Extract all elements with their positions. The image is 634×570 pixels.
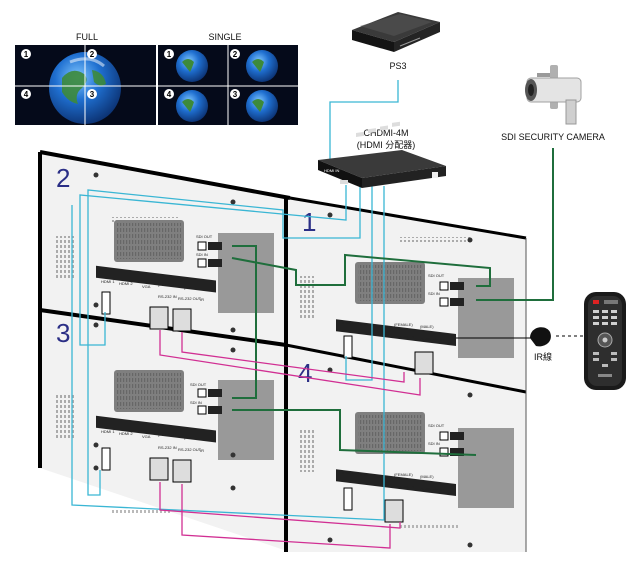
svg-text:IR: IR	[440, 337, 444, 342]
full-preview: FULL 1 2 4 3	[15, 32, 156, 125]
panel-number-4: 4	[298, 358, 312, 388]
single-marker-4: 4	[164, 89, 174, 99]
svg-text:VGA: VGA	[142, 284, 151, 289]
svg-text:RS-232 OUT: RS-232 OUT	[418, 486, 442, 491]
hdmi-splitter: HDMI IN	[318, 121, 446, 188]
svg-text:(MALE): (MALE)	[184, 435, 198, 440]
sdi-cable-1-to-2	[231, 253, 491, 287]
single-marker-1: 1	[164, 49, 174, 59]
svg-text:SDI OUT: SDI OUT	[428, 273, 445, 278]
svg-text:2: 2	[233, 50, 238, 59]
svg-text:HDMI 1: HDMI 1	[101, 429, 115, 434]
svg-text:(FEMALE): (FEMALE)	[394, 472, 413, 477]
security-camera	[525, 65, 582, 125]
ir-receiver	[456, 327, 585, 347]
sdi-cable-3-to-4	[232, 409, 477, 456]
full-label: FULL	[76, 32, 98, 42]
sdi-cable-camera	[476, 148, 554, 301]
svg-text:RS-232 IN: RS-232 IN	[158, 445, 177, 450]
svg-text:RS-232 OUT: RS-232 OUT	[178, 447, 202, 452]
panel-number-2: 2	[56, 163, 70, 193]
svg-text:RS-232 OUT: RS-232 OUT	[418, 336, 442, 341]
svg-text:RS-232 IN: RS-232 IN	[396, 484, 415, 489]
single-marker-2: 2	[230, 49, 240, 59]
full-marker-3: 3	[87, 89, 97, 99]
svg-text:HDMI 1: HDMI 1	[340, 320, 354, 325]
remote-control	[584, 292, 626, 390]
rs232-cable-2-to-1	[159, 330, 421, 396]
single-label: SINGLE	[208, 32, 241, 42]
panel-2-ports: HDMI 1 HDMI 2 VGA (FEMALE) (MALE) RS-232…	[96, 234, 222, 332]
svg-text:VGA: VGA	[142, 434, 151, 439]
svg-text:HDMI IN: HDMI IN	[324, 168, 339, 173]
svg-text:RS-232 OUT: RS-232 OUT	[178, 296, 202, 301]
panel-1-ports: HDMI 1 HDMI 2 VGA (FEMALE) (MALE) RS-232…	[336, 273, 464, 375]
panel-3-ports: HDMI 1 HDMI 2 VGA (FEMALE) (MALE) RS-232…	[96, 382, 222, 483]
hdmi-cable-ps3-to-splitter	[329, 80, 399, 160]
svg-text:HDMI 2: HDMI 2	[119, 281, 133, 286]
svg-text:IR: IR	[200, 448, 204, 453]
svg-text:4: 4	[24, 90, 29, 99]
panel-number-1: 1	[302, 207, 316, 237]
panel-number-3: 3	[56, 318, 70, 348]
svg-text:2: 2	[90, 50, 95, 59]
svg-text:(FEMALE): (FEMALE)	[394, 322, 413, 327]
svg-text:(FEMALE): (FEMALE)	[158, 432, 177, 437]
svg-text:3: 3	[233, 90, 238, 99]
earth-image-small	[176, 50, 278, 122]
single-marker-3: 3	[230, 89, 240, 99]
panel-4-ports: HDMI 1 HDMI 2 VGA (FEMALE) (MALE) RS-232…	[336, 423, 464, 523]
sdi-cables	[231, 148, 554, 456]
rs232-cable-3-to-4	[159, 482, 401, 529]
svg-text:HDMI 1: HDMI 1	[101, 279, 115, 284]
svg-text:RS-232 IN: RS-232 IN	[158, 294, 177, 299]
ps3-console	[352, 12, 440, 52]
full-marker-1: 1	[21, 49, 31, 59]
rs232-cable-loop	[181, 484, 391, 549]
rs232-cable-1-to-3	[181, 332, 405, 383]
svg-text:HDMI 2: HDMI 2	[119, 431, 133, 436]
svg-text:SDI IN: SDI IN	[428, 441, 440, 446]
svg-text:IR: IR	[440, 487, 444, 492]
svg-text:HDMI 1: HDMI 1	[340, 470, 354, 475]
svg-text:HDMI 2: HDMI 2	[358, 322, 372, 327]
sdi-cable-2-to-3	[232, 245, 257, 399]
hdmi-cable-to-panel-1	[87, 186, 361, 496]
svg-text:SDI OUT: SDI OUT	[196, 234, 213, 239]
camera-label: SDI SECURITY CAMERA	[501, 132, 605, 142]
ir-label: IR線	[534, 351, 552, 362]
svg-text:(FEMALE): (FEMALE)	[158, 282, 177, 287]
svg-text:HDMI 2: HDMI 2	[358, 472, 372, 477]
hdmi-cables	[71, 80, 399, 521]
full-marker-4: 4	[21, 89, 31, 99]
svg-text:4: 4	[167, 90, 172, 99]
splitter-label: CHDMI-4M	[364, 128, 409, 138]
svg-text:IR: IR	[200, 297, 204, 302]
svg-text:SDI OUT: SDI OUT	[428, 423, 445, 428]
svg-text:SDI OUT: SDI OUT	[190, 382, 207, 387]
svg-text:1: 1	[167, 50, 172, 59]
rs232-cables	[159, 330, 421, 549]
single-preview: SINGLE 1 2 4 3	[158, 32, 298, 125]
hdmi-cable-to-panel-2	[79, 185, 347, 346]
svg-text:SDI IN: SDI IN	[190, 400, 202, 405]
svg-text:1: 1	[24, 50, 29, 59]
svg-text:RS-232 IN: RS-232 IN	[396, 334, 415, 339]
full-marker-2: 2	[87, 49, 97, 59]
svg-text:(MALE): (MALE)	[420, 324, 434, 329]
svg-text:3: 3	[90, 90, 95, 99]
svg-text:(MALE): (MALE)	[420, 474, 434, 479]
svg-text:SDI IN: SDI IN	[196, 252, 208, 257]
svg-text:(MALE): (MALE)	[184, 285, 198, 290]
splitter-sublabel: (HDMI 分配器)	[357, 140, 416, 150]
ps3-label: PS3	[389, 61, 406, 71]
hdmi-cable-to-panel-4	[71, 186, 385, 521]
hdmi-cable-to-panel-3	[345, 186, 373, 381]
svg-text:SDI IN: SDI IN	[428, 291, 440, 296]
